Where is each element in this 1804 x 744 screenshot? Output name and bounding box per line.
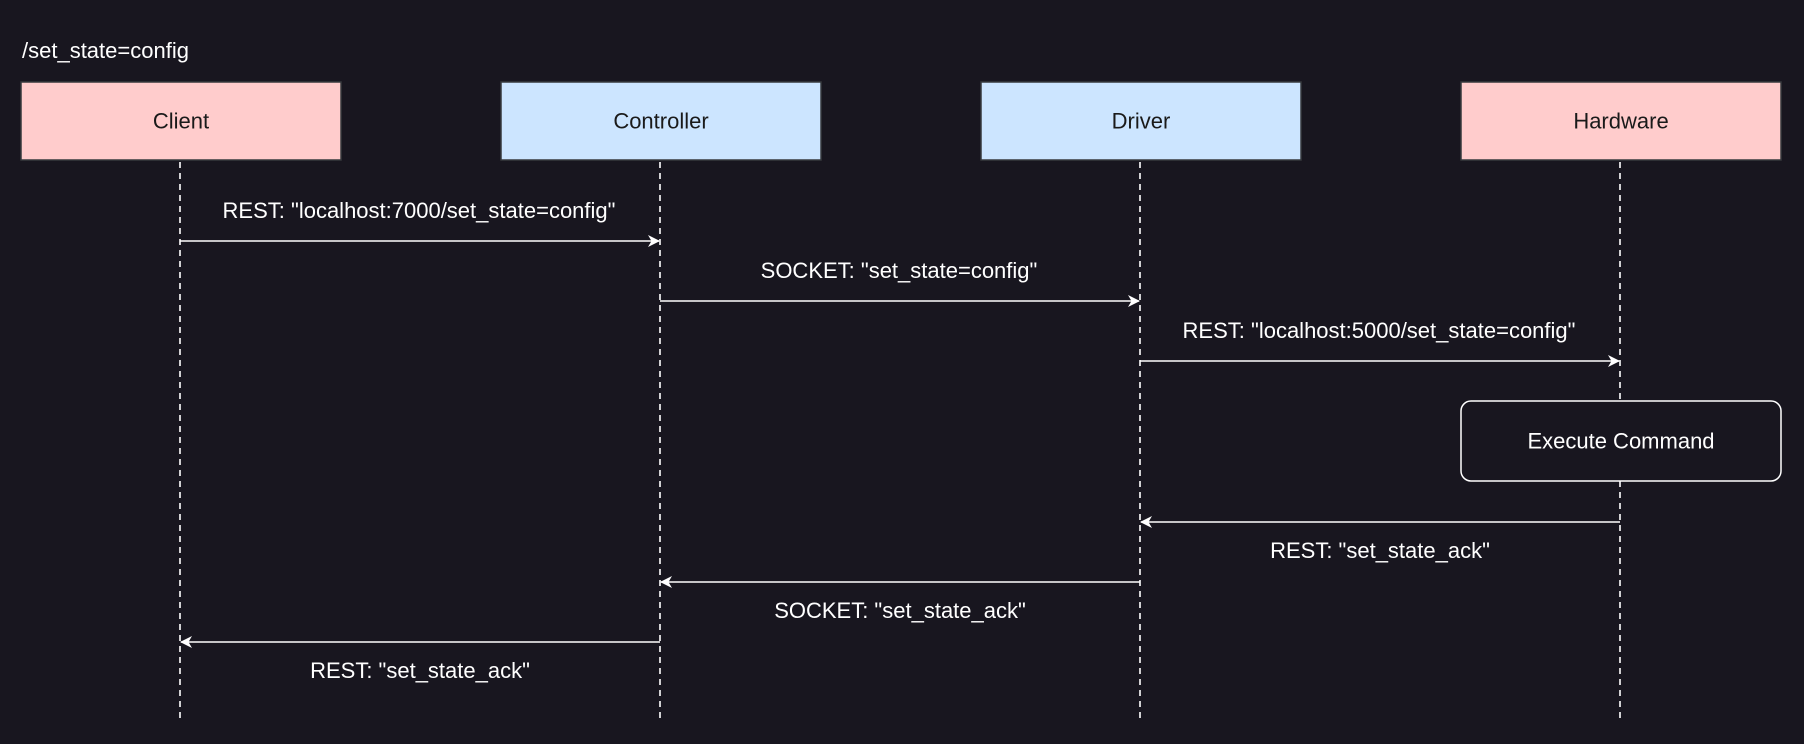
message-3: REST: "localhost:5000/set_state=config" (1140, 318, 1620, 367)
actor-hardware-label: Hardware (1573, 109, 1668, 134)
actor-driver-box (980, 81, 1302, 161)
actor-controller-box (500, 81, 822, 161)
actor-client-label: Client (153, 109, 209, 134)
lifelines (179, 162, 1621, 722)
message-1-label: REST: "localhost:7000/set_state=config" (223, 198, 616, 223)
actor-driver-label: Driver (1112, 109, 1171, 134)
note-execute-command: Execute Command (1460, 400, 1782, 482)
message-5-label: SOCKET: "set_state_ack" (774, 598, 1026, 623)
note-box (1460, 400, 1782, 482)
actor-controller: Controller (500, 81, 822, 161)
actor-controller-label: Controller (613, 109, 708, 134)
message-2-label: SOCKET: "set_state=config" (761, 258, 1038, 283)
message-4-label: REST: "set_state_ack" (1270, 538, 1490, 563)
message-5: SOCKET: "set_state_ack" (660, 576, 1140, 623)
message-1: REST: "localhost:7000/set_state=config" (180, 198, 660, 247)
diagram-title: /set_state=config (22, 38, 189, 63)
message-6-label: REST: "set_state_ack" (310, 658, 530, 683)
message-6: REST: "set_state_ack" (180, 636, 660, 683)
actor-hardware: Hardware (1460, 81, 1782, 161)
actor-hardware-box (1460, 81, 1782, 161)
message-2: SOCKET: "set_state=config" (660, 258, 1140, 307)
message-3-label: REST: "localhost:5000/set_state=config" (1183, 318, 1576, 343)
actor-driver: Driver (980, 81, 1302, 161)
note-label: Execute Command (1527, 429, 1714, 454)
message-4: REST: "set_state_ack" (1140, 516, 1620, 563)
actor-client-box (20, 81, 342, 161)
actor-client: Client (20, 81, 342, 161)
